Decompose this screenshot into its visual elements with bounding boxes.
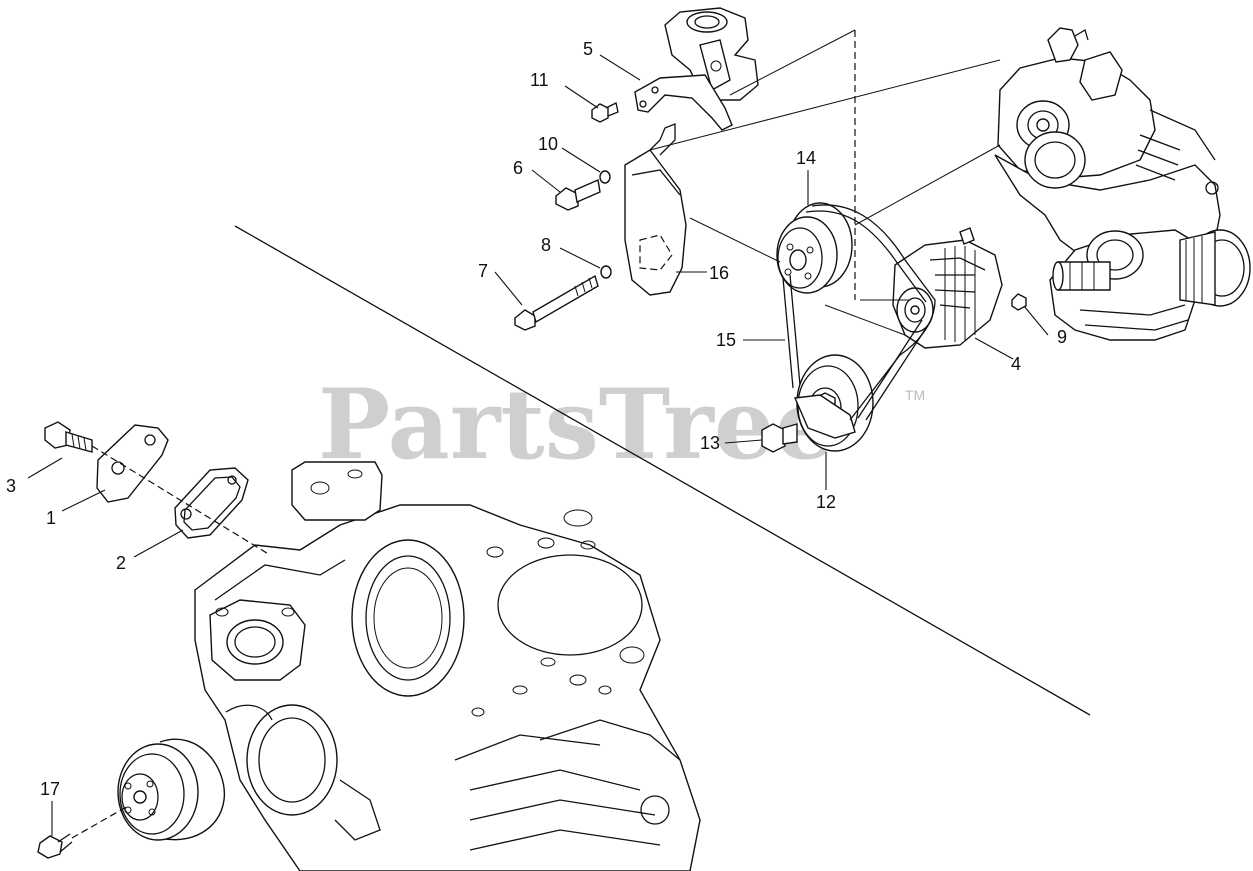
bolt-17	[37, 805, 129, 859]
callout-8: 8	[541, 235, 551, 255]
callout-10: 10	[538, 134, 558, 154]
water-pump-pulley-14	[776, 202, 853, 294]
fan-belt-15	[782, 204, 936, 421]
washer-8	[600, 265, 612, 279]
callout-4: 4	[1011, 354, 1021, 374]
callout-7: 7	[478, 261, 488, 281]
crank-pulley-12	[793, 354, 874, 452]
callout-9: 9	[1057, 327, 1067, 347]
gasket-2	[174, 467, 249, 539]
callout-15: 15	[716, 330, 736, 350]
gear-case-housing	[194, 461, 701, 871]
cover-plate-1	[96, 424, 169, 503]
bolt-3	[44, 421, 93, 453]
bolt-9	[1011, 293, 1027, 311]
bolt-13	[761, 423, 798, 453]
screw-11	[591, 102, 619, 123]
callout-14: 14	[796, 148, 816, 168]
thermostat-housing	[664, 7, 759, 101]
callout-5: 5	[583, 39, 593, 59]
watermark-text: PartsTree	[318, 368, 836, 481]
callout-16: 16	[709, 263, 729, 283]
callout-2: 2	[116, 553, 126, 573]
bracket-5	[634, 74, 733, 131]
callout-12: 12	[816, 492, 836, 512]
callout-1: 1	[46, 508, 56, 528]
callout-3: 3	[6, 476, 16, 496]
callout-17: 17	[40, 779, 60, 799]
section-divider	[234, 225, 1091, 716]
washer-10	[599, 170, 611, 184]
engine-assembly	[994, 27, 1251, 341]
callout-13: 13	[700, 433, 720, 453]
bolt-7	[514, 274, 599, 331]
alternator-4	[892, 227, 1003, 349]
bolt-6	[555, 179, 601, 211]
belt-cover-16	[624, 123, 687, 296]
callout-6: 6	[513, 158, 523, 178]
callout-11: 11	[530, 70, 549, 90]
watermark-tm: TM	[905, 387, 925, 403]
fan-pulley	[117, 738, 226, 841]
